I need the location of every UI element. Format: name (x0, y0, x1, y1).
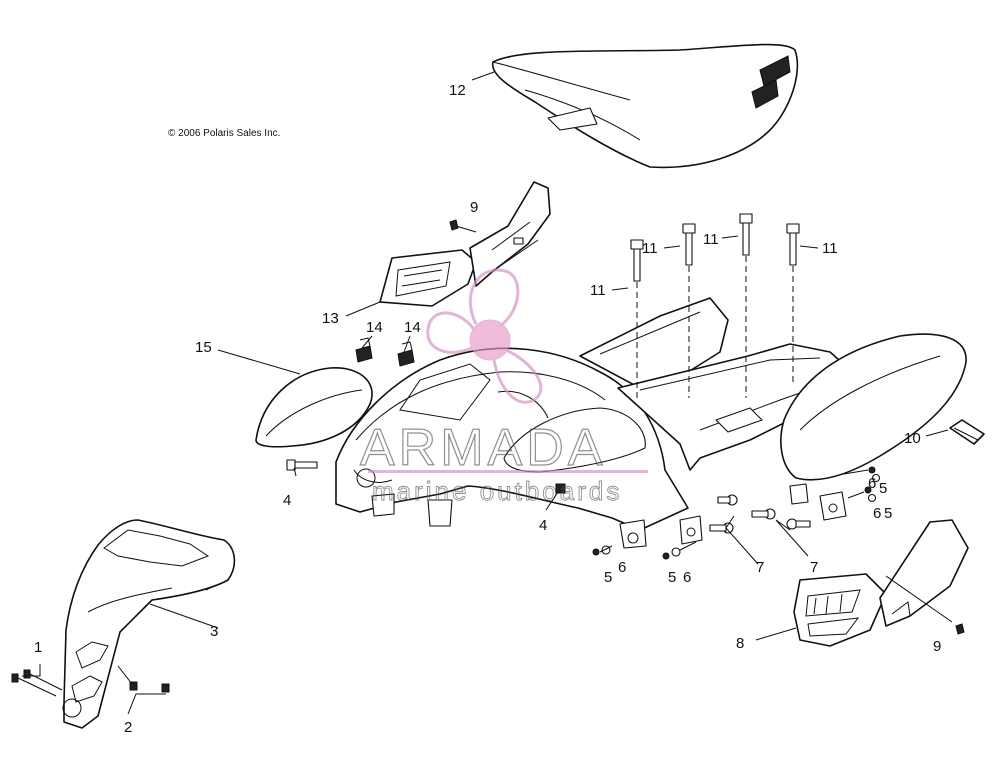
part-clip-10[interactable] (949, 419, 985, 445)
watermark-propeller-blade-top (468, 268, 520, 328)
callout-7-left: 7 (756, 559, 764, 576)
watermark-propeller-hub (469, 319, 511, 361)
watermark-propeller-blade-left (426, 311, 476, 354)
callout-15: 15 (195, 339, 212, 356)
callout-6-right-upper: 6 (868, 475, 876, 492)
callout-9-top: 9 (470, 199, 478, 216)
callout-13: 13 (322, 310, 339, 327)
part-bolt-4-left[interactable] (286, 459, 318, 471)
callout-8: 8 (736, 635, 744, 652)
callout-5-left: 5 (604, 569, 612, 586)
callout-14-right: 14 (404, 319, 421, 336)
callout-5-right-upper: 5 (879, 480, 887, 497)
callout-5-center: 5 (668, 569, 676, 586)
watermark-tagline: marine outboards (372, 476, 622, 506)
callout-6-center: 6 (683, 569, 691, 586)
part-rivet-7-d[interactable] (786, 518, 811, 530)
callout-3: 3 (210, 623, 218, 640)
part-screw-9-top[interactable] (449, 219, 477, 233)
part-front-nose[interactable] (62, 519, 236, 729)
callout-11-a: 11 (590, 282, 606, 299)
callout-6-right-lower: 6 (873, 505, 881, 522)
part-rivet-7-c[interactable] (751, 508, 776, 520)
part-bolt-4-center[interactable] (555, 483, 566, 494)
callout-1: 1 (34, 639, 42, 656)
part-screw-9-right[interactable] (885, 575, 965, 635)
copyright-notice: © 2006 Polaris Sales Inc. (168, 128, 280, 139)
part-front-panel[interactable] (379, 181, 551, 307)
callout-labels: 12 9 13 14 14 15 4 4 3 1 2 11 11 11 11 1… (34, 82, 941, 736)
part-seat[interactable] (491, 43, 799, 169)
watermark-propeller-blade-right (492, 348, 543, 404)
part-bolt-11-d[interactable] (786, 223, 800, 266)
callout-12: 12 (449, 82, 466, 99)
part-rear-fender-body[interactable] (579, 297, 967, 545)
watermark-rule (368, 470, 648, 473)
part-clip-left[interactable] (355, 337, 373, 363)
part-screw-2[interactable] (117, 665, 170, 693)
callout-5-right-lower: 5 (884, 505, 892, 522)
callout-leaders (22, 71, 949, 715)
part-nut-5-6-center[interactable] (662, 541, 697, 560)
callout-11-d: 11 (822, 240, 838, 257)
watermark-logo: ARMADA marine outboards (359, 268, 648, 506)
part-nut-5-6-right-upper[interactable] (843, 466, 881, 483)
callout-4-left: 4 (283, 492, 291, 509)
callout-11-b: 11 (642, 240, 658, 257)
part-rivet-7-a[interactable] (717, 494, 738, 506)
part-nut-5-6-right-lower[interactable] (847, 486, 877, 503)
callout-9-right: 9 (933, 638, 941, 655)
callout-11-c: 11 (703, 231, 719, 248)
callout-6-left: 6 (618, 559, 626, 576)
watermark-brand: ARMADA (360, 419, 606, 477)
part-front-fender-body[interactable] (335, 347, 689, 549)
part-footwell[interactable] (793, 519, 969, 647)
callout-14-left: 14 (366, 319, 383, 336)
callout-4-center: 4 (539, 517, 547, 534)
part-front-fender-left[interactable] (255, 367, 373, 448)
callout-2: 2 (124, 719, 132, 736)
callout-7-right: 7 (810, 559, 818, 576)
part-bolt-11-a[interactable] (630, 239, 644, 282)
callout-10: 10 (904, 430, 921, 447)
part-nut-5-6-left[interactable] (592, 545, 613, 556)
part-clip-right[interactable] (397, 341, 415, 367)
part-screw-1[interactable] (11, 669, 63, 697)
part-bolt-11-b[interactable] (682, 223, 696, 266)
part-bolt-11-c[interactable] (739, 213, 753, 256)
